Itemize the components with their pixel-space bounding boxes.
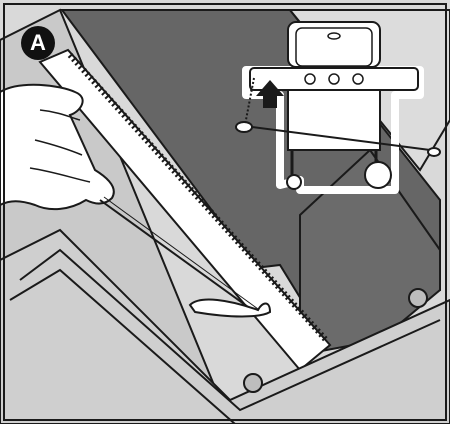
bump-right (409, 289, 427, 307)
step-badge: A (21, 26, 55, 60)
bump-left (244, 374, 262, 392)
